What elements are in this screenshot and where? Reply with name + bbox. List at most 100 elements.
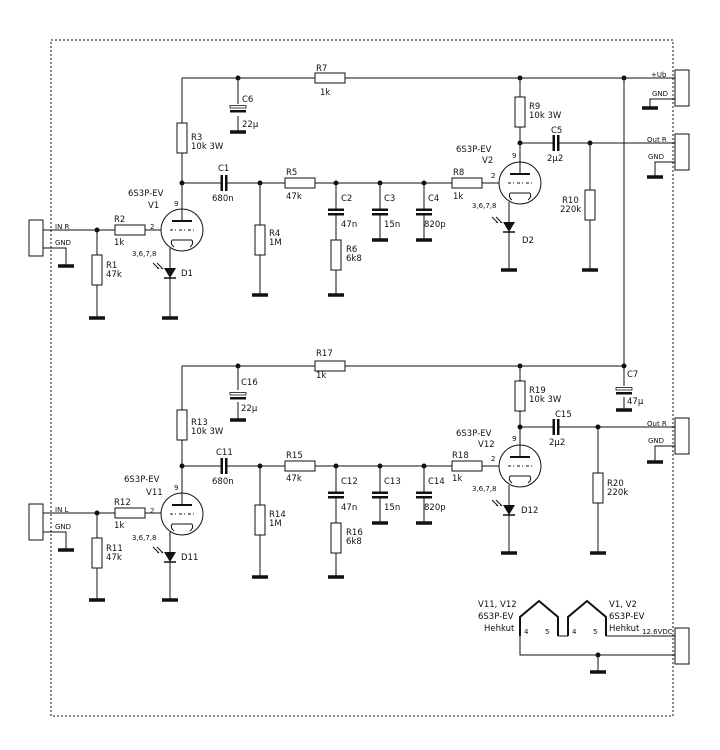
r12-name: R12: [114, 498, 131, 508]
heater-pin-5a: 5: [545, 628, 549, 636]
r11-resistor: [91, 537, 103, 569]
d1-name: D1: [181, 269, 193, 279]
v1-grid-pin: 2: [150, 223, 154, 231]
r7-value: 1k: [320, 88, 330, 98]
v12-grid-pin: 2: [491, 455, 495, 463]
c2-value: 47n: [341, 220, 357, 230]
r16-name: R16: [346, 528, 363, 538]
v12-cathode-pins: 3,6,7,8: [472, 485, 497, 493]
d2-led: [491, 216, 516, 233]
in-l-label: IN L: [55, 506, 69, 514]
v1-cathode-pins: 3,6,7,8: [132, 250, 157, 258]
in-r-connector: [28, 219, 44, 257]
out-r-bottom-label: Out R: [647, 420, 667, 428]
heater-v1-v2: [567, 599, 607, 636]
r19-resistor: [514, 380, 526, 412]
r15-value: 47k: [286, 474, 302, 484]
c11-value: 680n: [212, 477, 234, 487]
out-r-top-connector: [674, 133, 690, 171]
r20-value: 220k: [607, 488, 628, 498]
v12-type: 6S3P-EV: [456, 429, 492, 439]
r3-value: 10k 3W: [191, 142, 224, 152]
out-r-top-label: Out R: [647, 136, 667, 144]
ub-label: +Ub: [651, 71, 667, 79]
r5-name: R5: [286, 168, 297, 178]
c2-capacitor: [327, 204, 345, 220]
c6-value: 22µ: [242, 120, 259, 130]
c13-value: 15n: [384, 503, 400, 513]
r12-resistor: [114, 507, 146, 519]
r2-value: 1k: [114, 238, 124, 248]
d11-name: D11: [181, 553, 198, 563]
ub-connector: [674, 69, 690, 107]
c3-capacitor: [371, 204, 389, 220]
r18-name: R18: [452, 451, 469, 461]
r14-resistor: [254, 504, 266, 536]
out-r-top-gnd-label: GND: [648, 153, 664, 161]
r8-value: 1k: [453, 192, 463, 202]
r16-resistor: [330, 522, 342, 554]
v2-cathode-pins: 3,6,7,8: [472, 202, 497, 210]
heater-right-line2: 6S3P-EV: [609, 612, 645, 622]
c4-value: 820p: [424, 220, 446, 230]
r6-resistor: [330, 239, 342, 271]
c11-name: C11: [216, 448, 233, 458]
c5-value: 2µ2: [547, 154, 563, 164]
r1-name: R1: [106, 261, 117, 271]
c1-name: C1: [218, 164, 229, 174]
v2-anode-pin: 9: [512, 152, 516, 160]
v11-type: 6S3P-EV: [124, 475, 160, 485]
r17-resistor: [314, 360, 346, 372]
c15-name: C15: [555, 410, 572, 420]
r13-name: R13: [191, 418, 208, 428]
in-r-label: IN R: [55, 223, 70, 231]
c3-name: C3: [384, 194, 395, 204]
r6-value: 6k8: [346, 254, 362, 264]
c4-name: C4: [428, 194, 439, 204]
c7-capacitor: [615, 387, 633, 395]
c7-value: 47µ: [627, 397, 644, 407]
v1-name: V1: [148, 201, 159, 211]
vdc-label: 12.6VDC: [642, 628, 673, 636]
c12-value: 47n: [341, 503, 357, 513]
heater-left-line3: Hehkut: [484, 624, 515, 634]
c16-name: C16: [241, 378, 258, 388]
d2-name: D2: [522, 236, 534, 246]
out-r-bottom-connector: [674, 417, 690, 455]
r17-value: 1k: [316, 371, 326, 381]
c2-name: C2: [341, 194, 352, 204]
r11-name: R11: [106, 544, 123, 554]
r4-name: R4: [269, 229, 280, 239]
heater-right-line1: V1, V2: [609, 600, 637, 610]
c14-capacitor: [415, 487, 433, 503]
d11-led: [152, 546, 177, 563]
r1-value: 47k: [106, 270, 122, 280]
r10-value: 220k: [560, 205, 581, 215]
r11-value: 47k: [106, 553, 122, 563]
heater-pin-5b: 5: [593, 628, 597, 636]
r4-resistor: [254, 224, 266, 256]
d1-led: [152, 262, 177, 279]
c16-capacitor: [229, 392, 247, 400]
r10-name: R10: [562, 196, 579, 206]
r14-name: R14: [269, 510, 286, 520]
r10-resistor: [584, 189, 596, 221]
c1-capacitor: [216, 174, 232, 192]
r18-resistor: [451, 460, 483, 472]
heater-left-line2: 6S3P-EV: [478, 612, 514, 622]
r7-name: R7: [316, 64, 327, 74]
r12-value: 1k: [114, 521, 124, 531]
v2-type: 6S3P-EV: [456, 145, 492, 155]
vdc-connector: [674, 627, 690, 665]
heater-v11-v12: [519, 599, 559, 636]
v12-name: V12: [478, 440, 495, 450]
board-border: [50, 39, 674, 717]
r1-resistor: [91, 254, 103, 286]
v11-cathode-pins: 3,6,7,8: [132, 534, 157, 542]
r2-name: R2: [114, 215, 125, 225]
c16-value: 22µ: [241, 404, 258, 414]
c14-name: C14: [428, 477, 445, 487]
v2-grid-pin: 2: [491, 172, 495, 180]
c6-capacitor: [229, 105, 247, 113]
